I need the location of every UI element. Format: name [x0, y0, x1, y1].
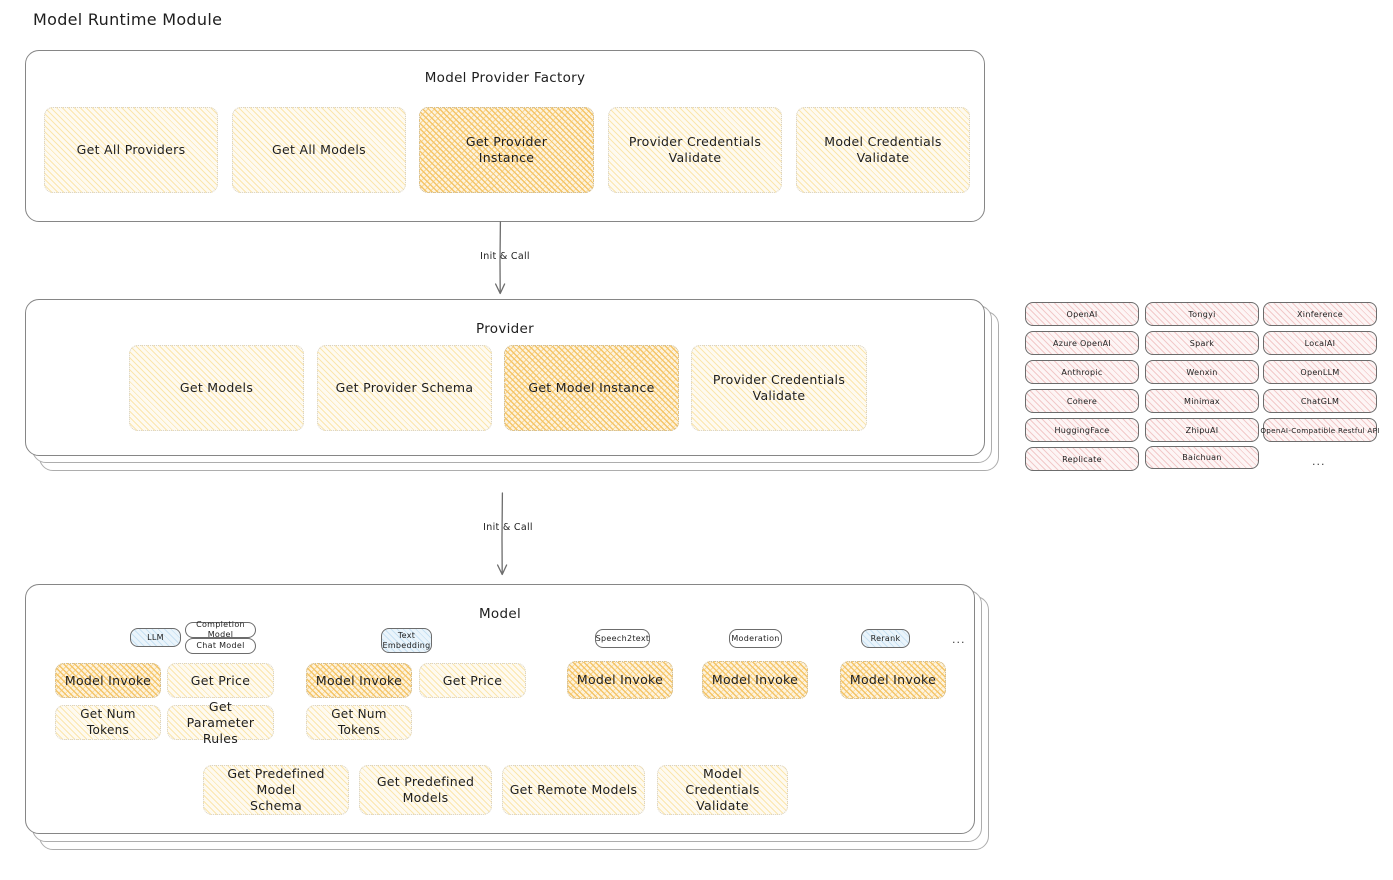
model-type-badge-moderation[interactable]: Moderation [729, 629, 782, 648]
node-model-credentials-validate[interactable]: Model Credentials Validate [796, 107, 970, 193]
node-llm-get-num-tokens[interactable]: Get Num Tokens [55, 705, 161, 740]
provider-chip-chatglm[interactable]: ChatGLM [1263, 389, 1377, 413]
provider-chip-huggingface[interactable]: HuggingFace [1025, 418, 1139, 442]
node-text-embedding-model-invoke[interactable]: Model Invoke [306, 663, 412, 698]
provider-chip-cohere[interactable]: Cohere [1025, 389, 1139, 413]
node-get-all-providers[interactable]: Get All Providers [44, 107, 218, 193]
model-type-badge-llm[interactable]: LLM [130, 628, 181, 647]
provider-chip-openai-compatible-restful-api[interactable]: OpenAI-Compatible Restful API [1260, 418, 1379, 442]
node-get-models[interactable]: Get Models [129, 345, 304, 431]
page-title: Model Runtime Module [33, 10, 223, 29]
node-model-credentials-validate-2[interactable]: Model Credentials Validate [657, 765, 788, 815]
model-subtype-badge-completion-model[interactable]: Completion Model [185, 620, 256, 639]
provider-chip-replicate[interactable]: Replicate [1025, 447, 1139, 471]
node-rerank-model-invoke[interactable]: Model Invoke [840, 661, 946, 699]
provider-chip-azure-openai[interactable]: Azure OpenAI [1025, 331, 1139, 355]
provider-list-more-ellipsis: ... [1312, 455, 1326, 468]
model-provider-factory-title: Model Provider Factory [424, 70, 586, 86]
model-type-badge-text-embedding[interactable]: Text Embedding [381, 628, 432, 653]
node-get-all-models[interactable]: Get All Models [232, 107, 406, 193]
node-get-predefined-model-schema[interactable]: Get Predefined Model Schema [203, 765, 349, 815]
provider-chip-anthropic[interactable]: Anthropic [1025, 360, 1139, 384]
provider-chip-openai[interactable]: OpenAI [1025, 302, 1139, 326]
provider-chip-wenxin[interactable]: Wenxin [1145, 360, 1259, 384]
node-moderation-model-invoke[interactable]: Model Invoke [702, 661, 808, 699]
node-text-embedding-get-num-tokens[interactable]: Get Num Tokens [306, 705, 412, 740]
node-llm-model-invoke[interactable]: Model Invoke [55, 663, 161, 698]
node-get-predefined-models[interactable]: Get Predefined Models [359, 765, 492, 815]
node-get-model-instance[interactable]: Get Model Instance [504, 345, 679, 431]
provider-chip-localai[interactable]: LocalAI [1263, 331, 1377, 355]
provider-chip-tongyi[interactable]: Tongyi [1145, 302, 1259, 326]
node-get-provider-instance[interactable]: Get Provider Instance [419, 107, 594, 193]
model-subtype-badge-chat-model[interactable]: Chat Model [185, 638, 256, 654]
provider-chip-xinference[interactable]: Xinference [1263, 302, 1377, 326]
model-type-badge-rerank[interactable]: Rerank [861, 629, 910, 648]
model-types-more-ellipsis: ... [952, 633, 966, 646]
provider-chip-minimax[interactable]: Minimax [1145, 389, 1259, 413]
node-llm-get-price[interactable]: Get Price [167, 663, 274, 698]
node-get-remote-models[interactable]: Get Remote Models [502, 765, 645, 815]
model-title: Model [478, 606, 522, 622]
node-speech2text-model-invoke[interactable]: Model Invoke [567, 661, 673, 699]
provider-chip-spark[interactable]: Spark [1145, 331, 1259, 355]
connector-1-label: Init & Call [480, 251, 530, 262]
node-text-embedding-get-price[interactable]: Get Price [419, 663, 526, 698]
connector-2-label: Init & Call [483, 522, 533, 533]
provider-chip-baichuan[interactable]: Baichuan [1145, 446, 1259, 469]
node-llm-get-parameter-rules[interactable]: Get Parameter Rules [167, 699, 274, 746]
node-provider-credentials-validate-2[interactable]: Provider Credentials Validate [691, 345, 867, 431]
connector-provider-to-model-arrow [496, 492, 508, 576]
provider-chip-openllm[interactable]: OpenLLM [1263, 360, 1377, 384]
provider-chip-zhipuai[interactable]: ZhipuAI [1145, 418, 1259, 442]
model-type-badge-speech2text[interactable]: Speech2text [595, 629, 650, 648]
provider-title: Provider [476, 321, 534, 337]
node-get-provider-schema[interactable]: Get Provider Schema [317, 345, 492, 431]
node-provider-credentials-validate[interactable]: Provider Credentials Validate [608, 107, 782, 193]
connector-factory-to-provider-arrow [494, 221, 506, 295]
